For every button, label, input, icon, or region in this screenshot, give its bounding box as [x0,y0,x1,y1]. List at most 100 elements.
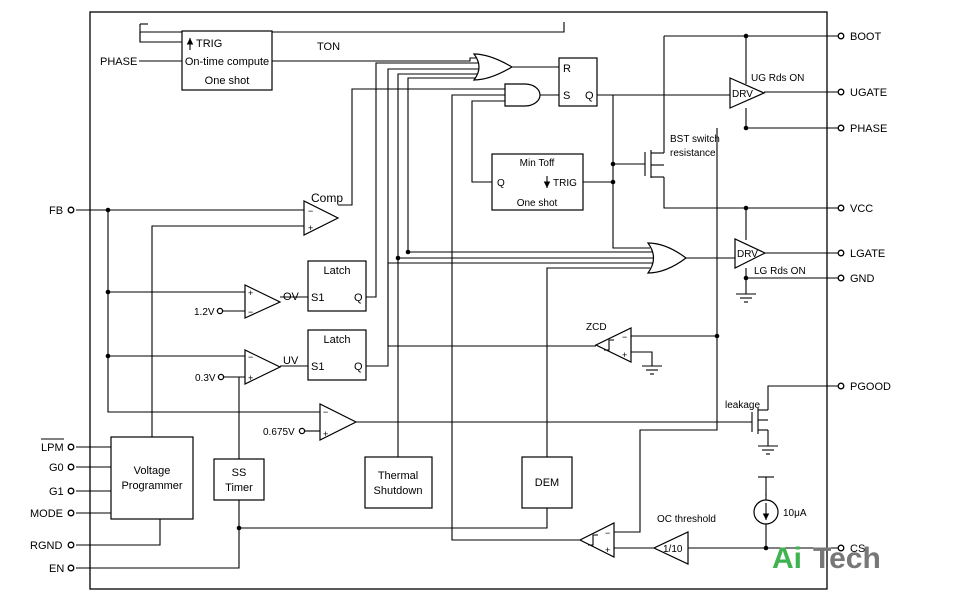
drv-upper: DRV [729,77,766,109]
pin-mode-label: MODE [30,508,63,520]
latch2-s1: S1 [311,361,324,373]
ref-0v3-pin [217,373,225,381]
pin-cs-label: CS [850,543,865,555]
latch1-q: Q [354,292,363,304]
svg-text:+: + [308,223,313,233]
th-line2: Shutdown [374,485,423,497]
svg-text:−: − [622,332,627,342]
vp-line2: Programmer [121,480,182,492]
pin-fb [67,206,75,214]
or-gate-1 [472,53,514,81]
ov-comparator: + − OV [244,284,300,319]
sr-flipflop: R S Q [558,57,598,107]
ontime-line2: One shot [205,75,250,87]
current-source-label: 10μA [783,508,807,519]
svg-text:+: + [605,545,610,555]
junction-dots [105,33,769,551]
leakage-label: leakage [725,400,760,411]
comp-label: Comp [311,191,343,205]
pin-lpm-label: LPM [41,442,64,454]
latch1-s1: S1 [311,292,324,304]
ref-1v2-label: 1.2V [194,307,215,318]
ref-0v675-pin [298,427,306,435]
uv-comparator: − + UV [244,349,299,385]
pin-vcc [837,204,845,212]
comp-comparator: − + Comp [303,191,343,236]
left-pins: PHASE FB 1.2V 0.3V 0.675V LPM G0 G1 MODE… [30,56,306,575]
bst-label-1: BST switch [670,134,720,145]
pin-lpm [67,443,75,451]
pin-phase-in-label: PHASE [100,56,137,68]
svg-text:+: + [248,288,253,298]
pin-g1-label: G1 [49,486,64,498]
pin-rgnd-label: RGND [30,540,62,552]
pin-rgnd [67,541,75,549]
oc-comparator: − + [578,522,615,558]
bst-label-2: resistance [670,148,716,159]
pin-cs [837,544,845,552]
pin-gnd [837,274,845,282]
ref-0v3-label: 0.3V [195,373,216,384]
chip-outline [89,11,828,590]
pin-en-label: EN [49,563,64,575]
right-pins: BOOT UGATE PHASE VCC LGATE GND PGOOD CS [837,31,891,555]
sr-r-label: R [563,63,571,75]
bst-switch-fet [644,150,664,178]
svg-text:+: + [248,373,253,383]
thermal-shutdown-block: Thermal Shutdown [364,456,433,509]
sr-q-label: Q [585,90,594,102]
ton-label: TON [317,41,340,53]
ov-label: OV [283,291,300,303]
svg-text:−: − [605,528,610,538]
svg-text:+: + [323,429,328,439]
pin-vcc-label: VCC [850,203,873,215]
pin-mode [67,509,75,517]
mintoff-q-label: Q [497,178,505,189]
pin-en [67,564,75,572]
svg-text:−: − [248,307,253,317]
pin-ugate-label: UGATE [850,87,887,99]
and-gate [504,83,541,107]
pin-phase-label: PHASE [850,123,887,135]
lg-rds-label: LG Rds ON [754,266,806,277]
pin-ugate [837,88,845,96]
vp-line1: Voltage [134,465,171,477]
th-line1: Thermal [378,470,418,482]
pin-lgate-label: LGATE [850,248,885,260]
drv-upper-label: DRV [732,89,753,100]
watermark-logo: Ai Tech [772,542,881,575]
oc-threshold-label: OC threshold [657,514,716,525]
latch-ov: Latch S1 Q [307,260,367,312]
ss-line1: SS [232,467,247,479]
pin-boot-label: BOOT [850,31,881,43]
dem-label: DEM [535,477,559,489]
pin-pgood [837,382,845,390]
latch-uv: Latch S1 Q [307,329,367,381]
pin-g1 [67,487,75,495]
leakage-fet [751,408,768,434]
or-gate-2 [646,242,688,274]
ontime-trig-label: TRIG [196,38,222,50]
ref-1v2-pin [216,307,224,315]
drv-lower: DRV [734,238,767,269]
pgood-comparator: − + [319,403,358,441]
ontime-line1: On-time compute [185,56,269,68]
svg-text:+: + [622,350,627,360]
mintoff-title: Min Toff [520,158,555,169]
pin-pgood-label: PGOOD [850,381,891,393]
pin-g0 [67,463,75,471]
zcd-comparator: − + ZCD [586,322,632,363]
ground-symbols [642,293,778,455]
pin-fb-label: FB [49,205,63,217]
ref-0v675-label: 0.675V [263,427,295,438]
svg-text:−: − [248,352,253,362]
mintoff-sub: One shot [517,198,558,209]
ontime-compute-block: TRIG On-time compute One shot [181,30,273,91]
wires [76,22,838,569]
pin-g0-label: G0 [49,462,64,474]
pin-gnd-label: GND [850,273,875,285]
latch1-title: Latch [324,265,351,277]
watermark-part1: Ai [772,542,802,575]
latch2-title: Latch [324,334,351,346]
